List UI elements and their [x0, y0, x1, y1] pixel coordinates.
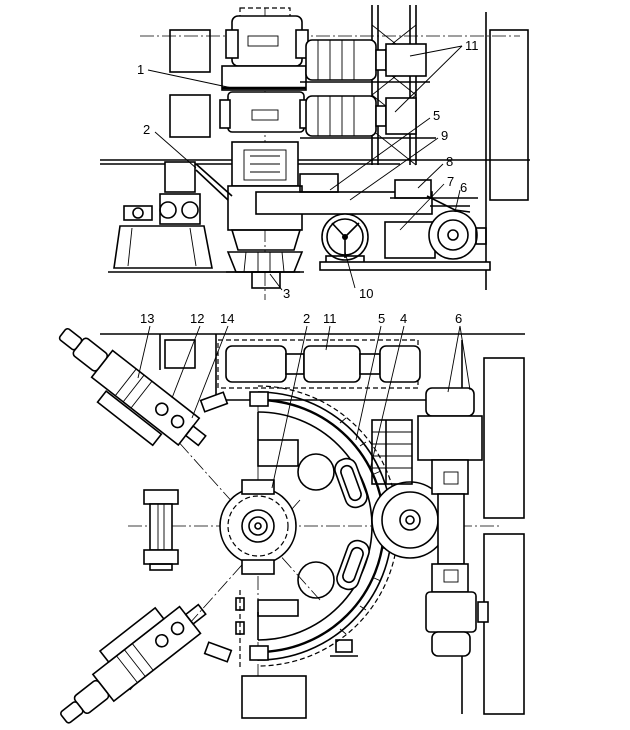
label-top-3: 3: [283, 286, 290, 301]
part-labels-bottom: 13 12 14 2 11 5 4 6: [140, 311, 462, 326]
rotary-table: [219, 453, 335, 599]
label-bottom-4: 4: [400, 311, 407, 326]
label-top-8: 8: [446, 154, 453, 169]
label-bottom-12: 12: [190, 311, 204, 326]
track-carriage-upper: [334, 457, 368, 509]
label-bottom-5: 5: [378, 311, 385, 326]
label-bottom-13: 13: [140, 311, 154, 326]
spindle-head: [226, 141, 304, 289]
label-top-2: 2: [143, 122, 150, 137]
label-top-6: 6: [460, 180, 467, 195]
leader-lines-bottom: [137, 325, 471, 489]
label-bottom-11: 11: [323, 311, 337, 326]
small-fitting-lower: [203, 641, 233, 663]
small-fitting-upper: [199, 391, 229, 413]
label-top-1: 1: [137, 62, 144, 77]
main-motor-stack: [219, 7, 311, 133]
label-bottom-6: 6: [455, 311, 462, 326]
vertical-slide-unit: [143, 489, 179, 571]
label-top-11: 11: [465, 38, 479, 53]
part-labels-top: 1 2 3 5 9 8 7 6 10 11: [137, 38, 479, 301]
horizontal-motor-upper: [300, 39, 430, 83]
lower-left-diagonal-unit: [60, 603, 207, 724]
lower-base-block: [241, 675, 307, 719]
vertical-motor: [417, 387, 489, 657]
label-bottom-2: 2: [303, 311, 310, 326]
cabinet-lower: [169, 94, 211, 138]
arm-brace: [195, 163, 233, 197]
cabinet-upper: [169, 29, 211, 73]
label-bottom-14: 14: [220, 311, 234, 326]
drive-unit: [384, 195, 487, 260]
horizontal-motor-lower: [300, 95, 436, 139]
label-top-5: 5: [433, 108, 440, 123]
label-top-10: 10: [359, 286, 373, 301]
upper-left-diagonal-unit: [58, 327, 207, 447]
drive-wheel: [371, 419, 449, 559]
label-top-7: 7: [447, 174, 454, 189]
left-aux-unit: [113, 161, 213, 269]
track-carriage-lower: [336, 539, 370, 591]
elevation-view: [100, 5, 530, 300]
label-top-9: 9: [441, 128, 448, 143]
leader-lines-top: [147, 45, 463, 291]
plan-horizontal-motor: [217, 339, 421, 389]
base-plate: [319, 261, 491, 271]
handwheel: [321, 213, 369, 265]
small-bracket: [335, 639, 353, 653]
plan-view: [58, 325, 525, 724]
